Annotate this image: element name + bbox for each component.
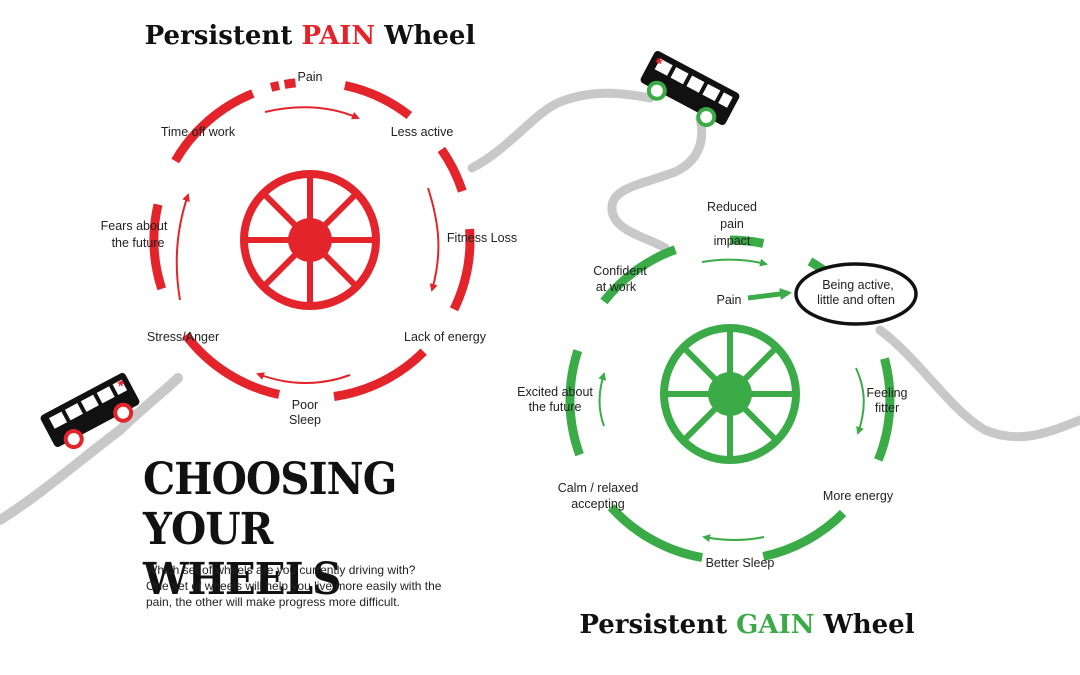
ring-segment	[343, 81, 413, 120]
pain-label-pain: Pain	[297, 70, 322, 84]
gain-wheel-icon	[660, 324, 800, 464]
pain-arrow-bottom	[256, 372, 351, 385]
ring-segment	[182, 332, 281, 399]
ring-segment	[762, 509, 847, 561]
headline-line-1: CHOOSING	[143, 454, 397, 505]
ring-segment	[171, 89, 255, 164]
pain-label-fitness-loss: Fitness Loss	[447, 231, 517, 245]
ring-segment	[729, 235, 765, 248]
gain-wheel-title: Persistent GAIN Wheel	[579, 610, 914, 640]
wheel-hub	[708, 372, 752, 416]
ring-segment	[149, 203, 166, 291]
pain-arrow-top	[264, 106, 360, 120]
ring-segment	[600, 245, 677, 305]
gain-label-more-energy: More energy	[823, 489, 894, 503]
ring-segment	[607, 504, 704, 563]
ring-segment	[283, 78, 296, 89]
pain-wheel-icon	[240, 170, 380, 310]
gain-label-pain: Pain	[716, 293, 741, 307]
ring-segment	[437, 146, 467, 193]
ring-segment	[565, 349, 584, 457]
ring-segment	[449, 228, 475, 312]
road-path	[0, 88, 1080, 525]
pain-wheel-title: Persistent PAIN Wheel	[145, 21, 476, 51]
gain-arrow-bottom	[702, 534, 765, 543]
description-line-2: One set of wheels will help you live mor…	[146, 579, 442, 593]
description-line-1: Which set of wheels are you currently dr…	[146, 563, 416, 577]
pain-cycle-ring	[149, 78, 475, 401]
pain-arrow-right	[427, 187, 440, 292]
svg-text:✱: ✱	[653, 56, 664, 68]
ring-segment	[269, 81, 281, 92]
gain-arrow-left	[598, 372, 607, 427]
gain-label-being-active: Being active,little and often	[817, 278, 895, 307]
pain-arrow-left	[175, 193, 190, 301]
svg-text:✱: ✱	[116, 378, 127, 390]
gain-arrow-top	[701, 258, 768, 267]
pain-label-lack-of-energy: Lack of energy	[404, 330, 487, 344]
bus-red-wheels-icon: ✱	[40, 372, 140, 450]
headline: CHOOSING YOUR WHEELS	[143, 455, 474, 605]
bus-green-wheels-icon: ✱	[640, 50, 740, 128]
gain-arrow-to-active	[747, 288, 792, 301]
pain-label-stress-anger: Stress/Anger	[147, 330, 219, 344]
pain-label-time-off-work: Time off work	[161, 125, 236, 139]
ring-segment	[333, 348, 427, 401]
gain-label-better-sleep: Better Sleep	[706, 556, 775, 570]
ring-segment	[874, 357, 895, 462]
being-active-oval	[794, 262, 918, 326]
gain-arrow-right	[855, 367, 865, 435]
wheel-hub	[288, 218, 332, 262]
description-line-3: pain, the other will make progress more …	[146, 595, 400, 609]
headline-line-2: YOUR WHEELS	[143, 504, 342, 605]
pain-label-less-active: Less active	[391, 125, 454, 139]
description: Which set of wheels are you currently dr…	[146, 562, 476, 610]
